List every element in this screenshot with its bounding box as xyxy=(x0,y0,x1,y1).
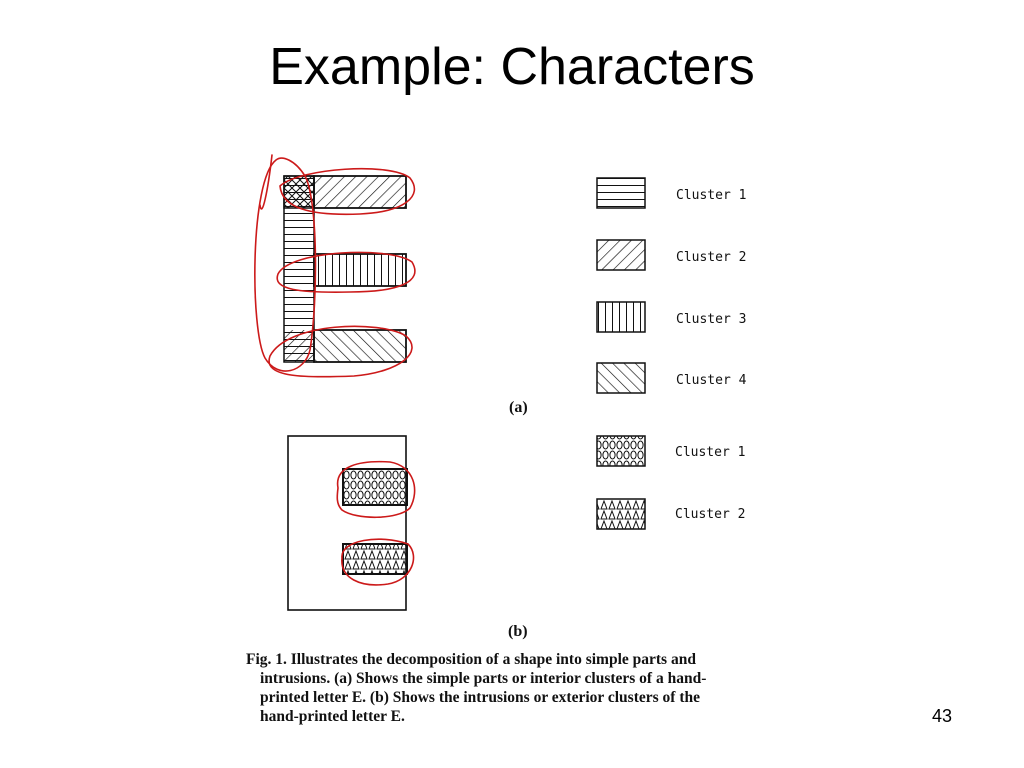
intrusion-cluster-1 xyxy=(342,468,408,506)
top-arm-cluster-2 xyxy=(313,175,407,209)
legend-b-swatch-2 xyxy=(596,498,646,530)
legend-a-swatch-3 xyxy=(596,301,646,333)
legend-b: Cluster 1 Cluster 2 xyxy=(596,435,745,530)
annotation-loops-a xyxy=(254,154,416,378)
legend-a-swatch-2 xyxy=(596,239,646,271)
legend-b-swatch-1 xyxy=(596,435,646,467)
legend-a-label-1: Cluster 1 xyxy=(676,188,746,203)
figure-caption: Fig. 1. Illustrates the decomposition of… xyxy=(246,650,791,726)
bounding-box xyxy=(287,435,407,611)
letter-e-intrusions xyxy=(287,435,408,611)
subfigure-label-a: (a) xyxy=(509,399,528,416)
legend-a-label-4: Cluster 4 xyxy=(676,373,747,388)
legend-a-label-2: Cluster 2 xyxy=(676,250,746,265)
legend-b-label-1: Cluster 1 xyxy=(675,445,745,460)
intrusion-cluster-2 xyxy=(342,543,408,575)
middle-arm-cluster-3 xyxy=(313,253,407,287)
caption-line: intrusions. (a) Shows the simple parts o… xyxy=(260,670,707,687)
caption-line: printed letter E. (b) Shows the intrusio… xyxy=(260,689,700,706)
legend-a: Cluster 1 Cluster 2 Cluster 3 Cluster 4 xyxy=(596,177,747,394)
legend-a-label-3: Cluster 3 xyxy=(676,312,746,327)
legend-b-label-2: Cluster 2 xyxy=(675,507,745,522)
caption-line: Fig. 1. Illustrates the decomposition of… xyxy=(246,651,696,668)
slide-title: Example: Characters xyxy=(269,38,755,96)
subfigure-label-b: (b) xyxy=(508,623,528,640)
page-number: 43 xyxy=(932,706,953,726)
annotation-loops-b xyxy=(336,460,416,586)
legend-a-swatch-1 xyxy=(596,177,646,209)
caption-line: hand-printed letter E. xyxy=(260,708,405,725)
legend-a-swatch-4 xyxy=(596,362,646,394)
bottom-arm-cluster-4 xyxy=(313,329,407,363)
